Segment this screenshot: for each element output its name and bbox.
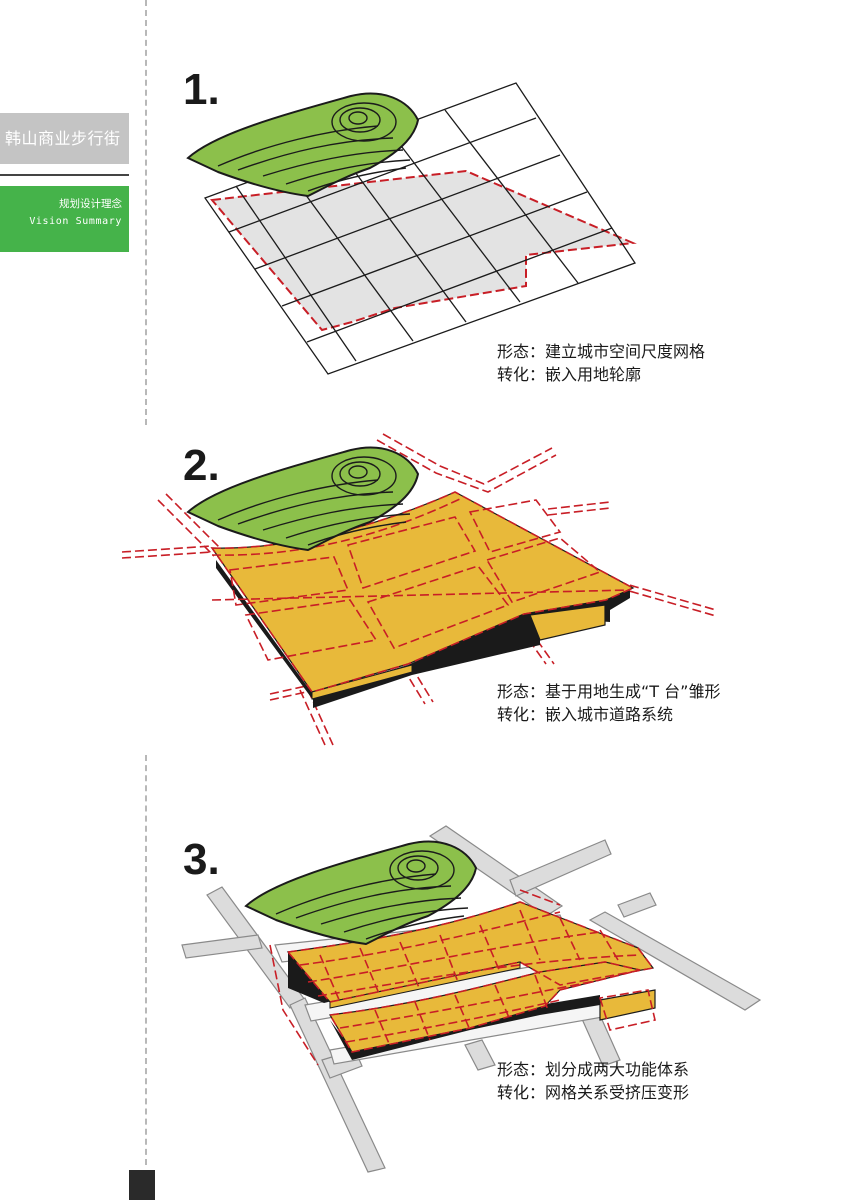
section-title-cn: 规划设计理念 xyxy=(59,198,122,210)
step-2-caption: 形态：基于用地生成“T 台”雏形 转化：嵌入城市道路系统 xyxy=(497,680,720,726)
step-3-form-text: 形态：划分成两大功能体系 xyxy=(497,1060,690,1079)
section-title-en: Vision Summary xyxy=(29,216,122,227)
step-1-transform-text: 转化：嵌入用地轮廓 xyxy=(497,365,642,384)
project-title-tab: 韩山商业步行街 xyxy=(0,113,129,164)
project-title: 韩山商业步行街 xyxy=(5,129,121,148)
divider-line-bottom xyxy=(145,755,147,1165)
step-3-caption: 形态：划分成两大功能体系 转化：网格关系受挤压变形 xyxy=(497,1058,689,1104)
step-2-number: 2. xyxy=(183,441,220,490)
step-1-form-text: 形态：建立城市空间尺度网格 xyxy=(497,342,706,361)
step-2-transform-text: 转化：嵌入城市道路系统 xyxy=(497,705,674,724)
step-3-number: 3. xyxy=(183,835,220,884)
step-1-caption: 形态：建立城市空间尺度网格 转化：嵌入用地轮廓 xyxy=(497,340,705,386)
deformed-grid xyxy=(269,889,656,1066)
step-2-form-text: 形态：基于用地生成“T 台”雏形 xyxy=(497,682,721,701)
divider-line-top xyxy=(145,0,147,425)
section-tab: 规划设计理念 Vision Summary xyxy=(0,186,129,252)
step-2-diagram: 2. xyxy=(121,433,717,746)
step-1-number: 1. xyxy=(183,65,220,114)
title-rule xyxy=(0,174,129,176)
page-footer-block xyxy=(129,1170,155,1200)
step-3-transform-text: 转化：网格关系受挤压变形 xyxy=(497,1083,690,1102)
step-3-diagram: 3. xyxy=(181,825,762,1173)
step-1-diagram: 1. xyxy=(183,65,637,375)
